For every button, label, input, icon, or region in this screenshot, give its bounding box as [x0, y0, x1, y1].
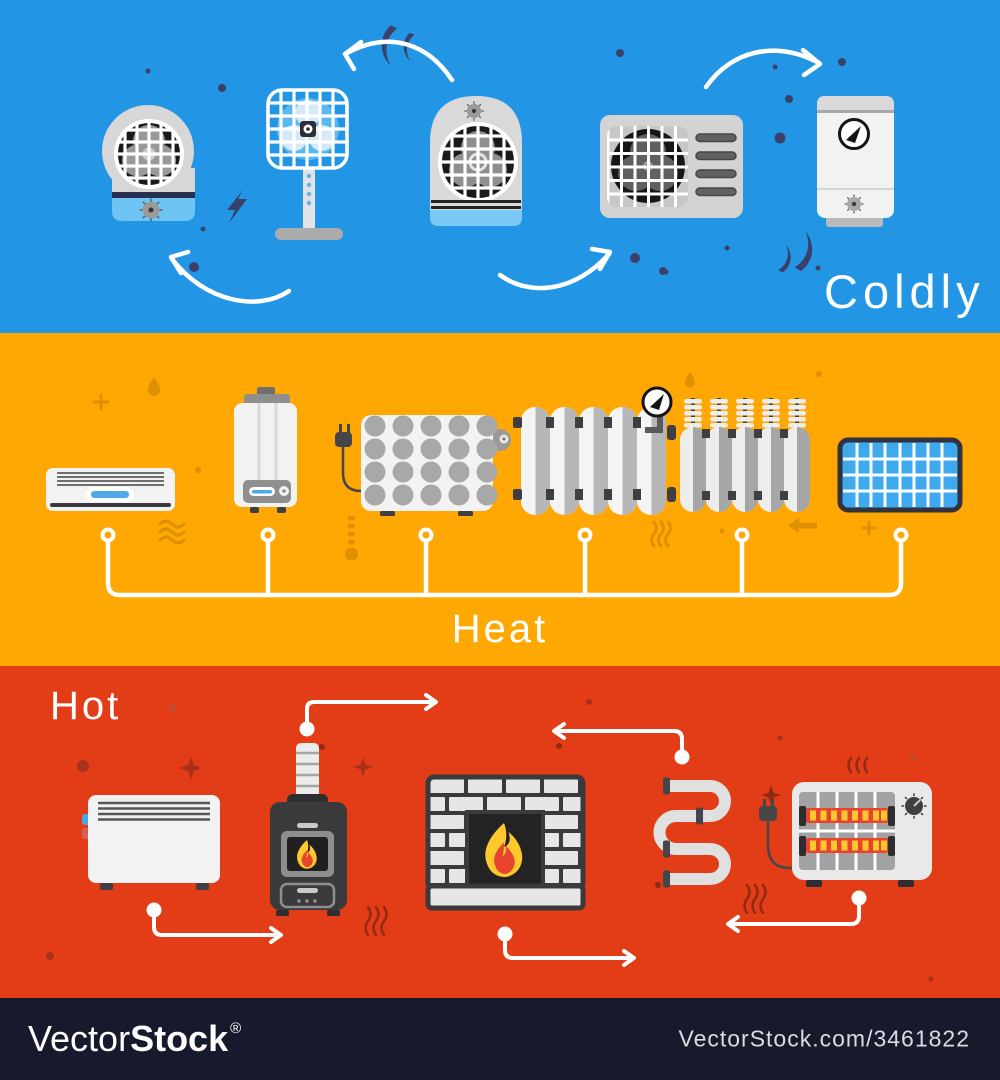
wood-stove-icon	[270, 743, 347, 916]
cold-decor	[145, 24, 846, 275]
infrared-heater-icon	[759, 782, 932, 887]
banner-coldly: Coldly	[0, 0, 1000, 333]
vectorstock-logo: VectorStock®	[28, 1018, 241, 1060]
fan-heater-icon	[102, 105, 195, 223]
hot-decor	[46, 699, 934, 982]
brand-bold: Stock	[130, 1018, 229, 1059]
coldly-banner-graphics	[102, 24, 894, 304]
fireplace-icon	[425, 774, 586, 911]
banner-label-coldly: Coldly	[824, 265, 985, 318]
hot-connector-dots	[146, 721, 867, 942]
banner-hot: Hot	[0, 666, 1000, 998]
air-conditioner-outdoor-icon	[600, 115, 743, 218]
heat-decor	[148, 371, 822, 561]
cast-iron-radiator-icon	[667, 398, 810, 512]
watermark-url: VectorStock.com/3461822	[678, 1025, 970, 1052]
heat-decor-lines	[92, 393, 877, 548]
registered-mark: ®	[230, 1020, 242, 1037]
heat-connector-lines	[100, 527, 909, 598]
perforated-heater-icon	[335, 415, 511, 516]
towel-rail-icon	[653, 777, 731, 888]
gauge-icon	[641, 386, 673, 418]
floor-fan-icon	[266, 88, 349, 240]
dome-fan-heater-icon	[430, 96, 522, 226]
electric-convector-icon	[82, 795, 220, 890]
heating-element	[799, 836, 895, 856]
banner-heat: Heat	[0, 333, 1000, 666]
gas-boiler-icon	[234, 387, 297, 513]
watermark-bar: VectorStock® VectorStock.com/3461822	[0, 998, 1000, 1080]
heat-banner-graphics	[46, 371, 963, 598]
solar-panel-icon	[837, 437, 963, 513]
plug-icon	[335, 424, 362, 493]
airflow-arrows	[168, 39, 823, 304]
radiator-icon	[513, 386, 673, 515]
plug-icon	[759, 799, 795, 870]
air-conditioner-indoor-icon	[46, 468, 175, 511]
banner-label-heat: Heat	[451, 607, 549, 651]
hot-banner-graphics	[46, 693, 934, 982]
hot-connector-lines	[152, 693, 861, 967]
heating-element	[799, 806, 895, 826]
brand-light: Vector	[28, 1018, 131, 1059]
water-heater-icon	[817, 96, 894, 227]
lightning-icon	[227, 190, 247, 223]
banner-label-hot: Hot	[50, 684, 122, 728]
